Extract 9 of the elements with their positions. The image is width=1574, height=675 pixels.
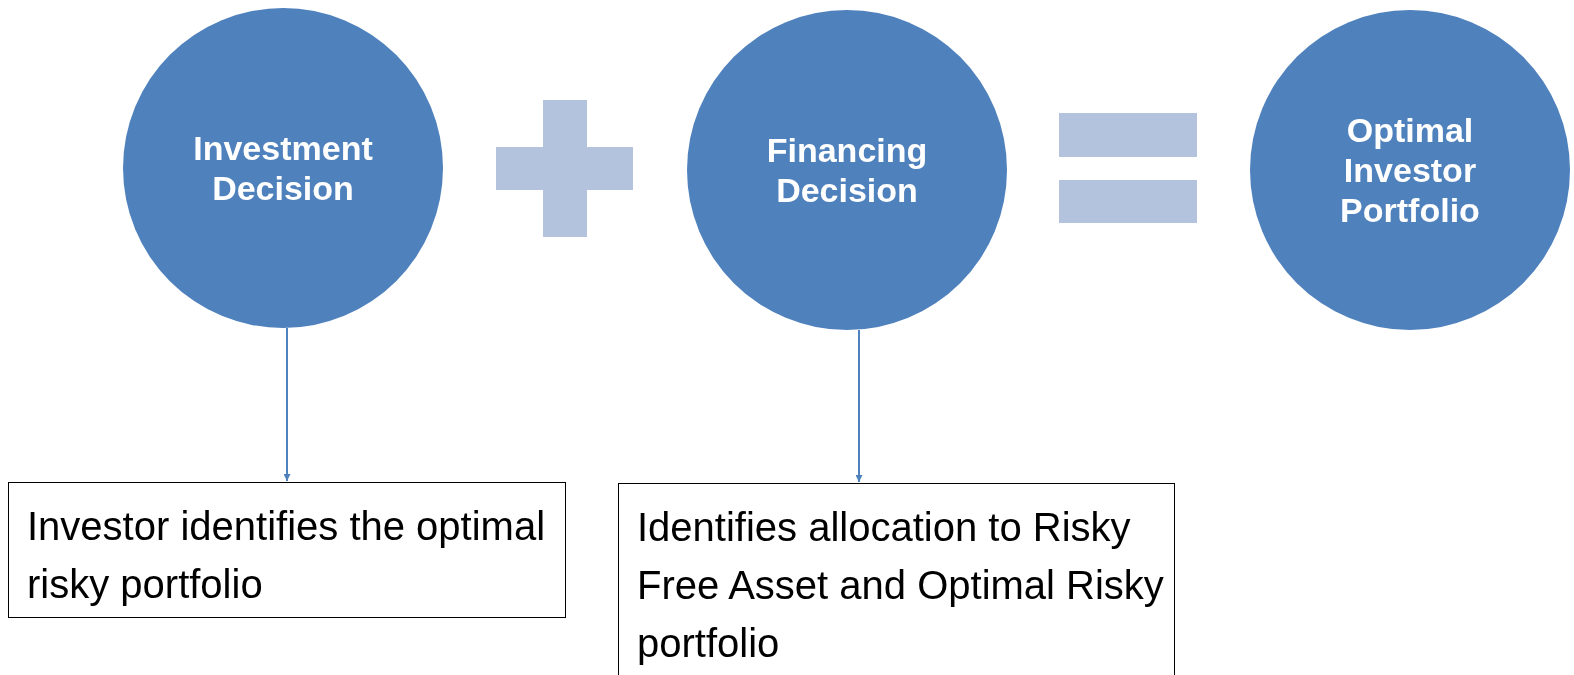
arrow <box>283 327 291 482</box>
circle-label: Investment Decision <box>192 128 374 208</box>
arrow <box>855 329 863 483</box>
circle-label: Financing Decision <box>765 130 929 210</box>
text-box <box>8 482 566 618</box>
circle-label: Optimal Investor Portfolio <box>1339 110 1481 230</box>
text-box <box>618 483 1175 675</box>
description-text: Investor identifies the optimal risky portfolio <box>27 503 547 608</box>
description-text: Identifies allocation to Risky Free Asset and Optimal Risky portfolio <box>637 504 1164 667</box>
